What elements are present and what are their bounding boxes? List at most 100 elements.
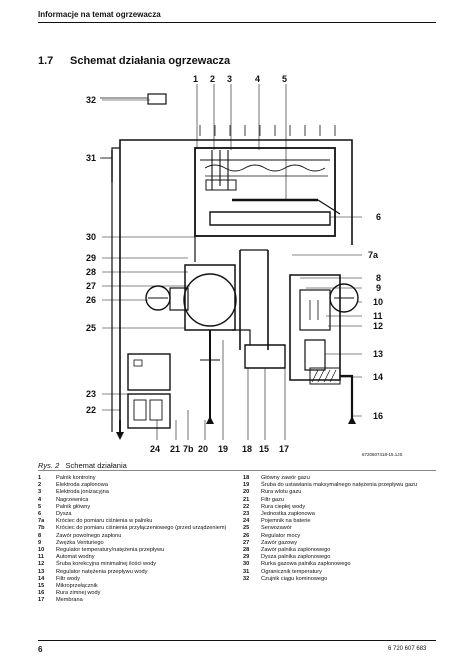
legend-item: 17 Membrana [38,597,238,604]
heater-schematic-diagram: 1 2 3 4 5 32 31 30 29 28 27 26 25 23 22 … [86,74,383,454]
legend-item-text: Rura ciepłej wody [261,503,306,510]
legend-item: 31 Ogranicznik temperatury [243,569,439,576]
legend-item-number: 23 [243,511,250,518]
legend-item-text: Dysza [56,511,72,518]
flue-hood-inner [111,147,120,432]
legend-item-number: 11 [38,554,44,561]
battery-box [127,393,171,429]
legend-item: 11 Automat wodny [38,554,238,561]
flue-sensor [147,93,167,105]
legend-item: 8 Zawór powolnego zapłonu [38,533,238,540]
ignition-unit [127,353,171,391]
legend-item-text: Serwozawór [261,525,292,532]
legend-item-number: 20 [243,489,250,496]
legend-item-number: 17 [38,597,45,604]
legend-item-text: Filtr gazu [261,496,285,503]
gas-inlet-arrow [206,416,214,424]
legend-item: 7b Króciec do pomiaru ciśnienia przyłącze… [38,525,238,532]
legend-item-text: Elektroda jonizacyjna [56,489,109,496]
callout-left: 32 [86,95,96,105]
legend-item-text: Główny zawór gazu [261,475,310,481]
legend-item-number: 32 [243,575,250,582]
legend-item-number: 9 [38,539,42,546]
callout-bottom: 7b [183,444,194,454]
callout-right: 11 [373,311,383,321]
legend-item: 7a Króciec do pomiaru ciśnienia w palniku [38,518,238,525]
legend-item: 20 Rura wlotu gazu [243,489,439,496]
legend-item: 14 Filtr wody [38,576,238,583]
page-number: 6 [38,645,43,654]
legend-item-number: 29 [243,554,250,561]
section-title: Schemat działania ogrzewacza [70,55,231,67]
legend-item-number: 19 [243,482,250,489]
figure-code: 6720607418-15.1JS [362,452,403,457]
callout-right: 10 [373,297,383,307]
legend-item-number: 28 [243,547,250,554]
callout-bottom: 18 [242,444,252,454]
cold-water-inlet-arrow [348,416,356,424]
cold-water-pipe [340,374,354,420]
callout-left: 31 [86,153,96,163]
legend-item-text: Membrana [56,597,83,604]
legend-item-number: 24 [243,518,250,525]
callout-right: 9 [376,283,381,293]
figure-caption: Rys. 2 Schemat działania [38,461,127,470]
legend-item-number: 31 [243,568,250,575]
legend-item-text: Zawór powolnego zapłonu [56,532,122,539]
legend-item-number: 3 [38,489,42,496]
legend-item-text: Automat wodny [56,554,95,561]
header-rule [38,22,436,23]
legend-item-text: Rura wlotu gazu [261,489,302,496]
legend-item-text: Króciec do pomiaru ciśnienia przyłączeni… [56,525,227,532]
legend-item-number: 7a [38,518,45,525]
running-header: Informacje na temat ogrzewacza [38,10,161,19]
legend-item: 6 Dysza [38,511,238,518]
legend-item-text: Palnik główny [56,503,91,510]
legend-item-number: 30 [243,561,250,568]
legend-item: 9 Zwężka Venturiego [38,540,238,547]
main-burner [209,211,331,226]
callout-left: 26 [86,295,96,305]
legend-item-text: Dysza palnika zapłonowego [261,554,331,561]
legend-item-text: Ogranicznik temperatury [261,568,322,575]
legend-item-number: 10 [38,547,45,554]
callout-right: 16 [373,411,383,421]
callout-left: 23 [86,389,96,399]
callout-left: 29 [86,253,96,263]
legend-item-text: Filtr wody [56,575,80,582]
callout-bottom: 19 [218,444,228,454]
legend-item-text: Króciec do pomiaru ciśnienia w palniku [56,518,153,525]
callout-left: 22 [86,405,96,415]
section-number: 1.7 [38,55,54,67]
legend-item-number: 6 [38,511,42,518]
callout-bottom: 17 [279,444,289,454]
callout-bottom: 24 [150,444,160,454]
legend-item-text: Jednostka zapłonowa [261,511,315,518]
legend-item-number: 14 [38,575,45,582]
callout-bottom: 15 [259,444,269,454]
legend-item: 23 Jednostka zapłonowa [243,511,439,518]
legend-item-number: 8 [38,532,42,539]
legend-item-number: 7b [38,525,45,532]
callout-right: 13 [373,349,383,359]
callout-top: 4 [255,74,260,84]
legend-item-number: 13 [38,568,45,575]
legend-item-text: Zawór gazowy [261,539,298,546]
legend-item-text: Zwężka Venturiego [56,539,104,546]
callout-bottom: 20 [198,444,208,454]
